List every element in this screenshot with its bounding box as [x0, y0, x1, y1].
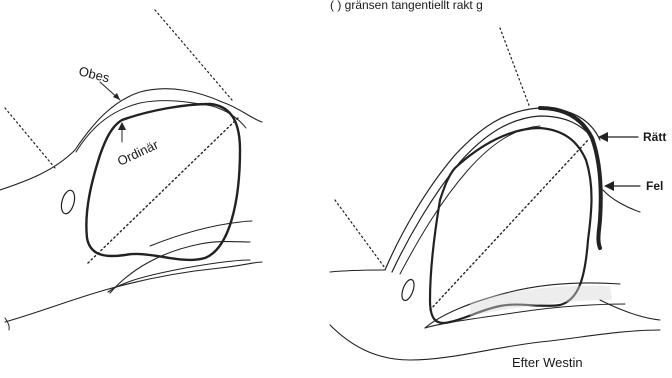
- left-lower-contour-tick: [5, 318, 9, 330]
- ratt-arrowhead: [598, 132, 608, 142]
- right-lower-shading: [470, 286, 612, 316]
- left-small-oval: [59, 189, 77, 215]
- right-beam-line-2: [500, 28, 530, 108]
- left-lower-contour-4: [150, 221, 252, 246]
- right-small-oval: [400, 278, 417, 302]
- credit-text: Efter Westin: [512, 355, 583, 370]
- right-lower-contour-4: [600, 300, 660, 320]
- left-organ-outline: [86, 104, 240, 260]
- left-figure: Obes Ordinär: [0, 10, 262, 330]
- right-figure: Rätt Fel: [330, 28, 666, 360]
- right-innermost-contour: [400, 126, 540, 274]
- right-lower-contour-3: [425, 304, 625, 328]
- label-fel: Fel: [646, 179, 663, 193]
- right-left-skin: [330, 270, 385, 272]
- label-obes: Obes: [77, 63, 111, 85]
- right-lower-contour-1: [330, 325, 660, 360]
- right-skin-continuation: [603, 190, 640, 212]
- fel-arrowhead: [604, 181, 614, 191]
- top-caption: ( ) gränsen tangentiellt rakt g: [330, 0, 483, 12]
- left-beam-line-2: [155, 10, 232, 100]
- left-lower-contour-3: [108, 260, 250, 292]
- right-beam-line-1: [335, 200, 385, 268]
- label-ratt: Rätt: [643, 130, 666, 144]
- right-diameter-line: [430, 140, 588, 310]
- left-outer-contour: [0, 89, 262, 190]
- left-beam-line-1: [5, 108, 55, 168]
